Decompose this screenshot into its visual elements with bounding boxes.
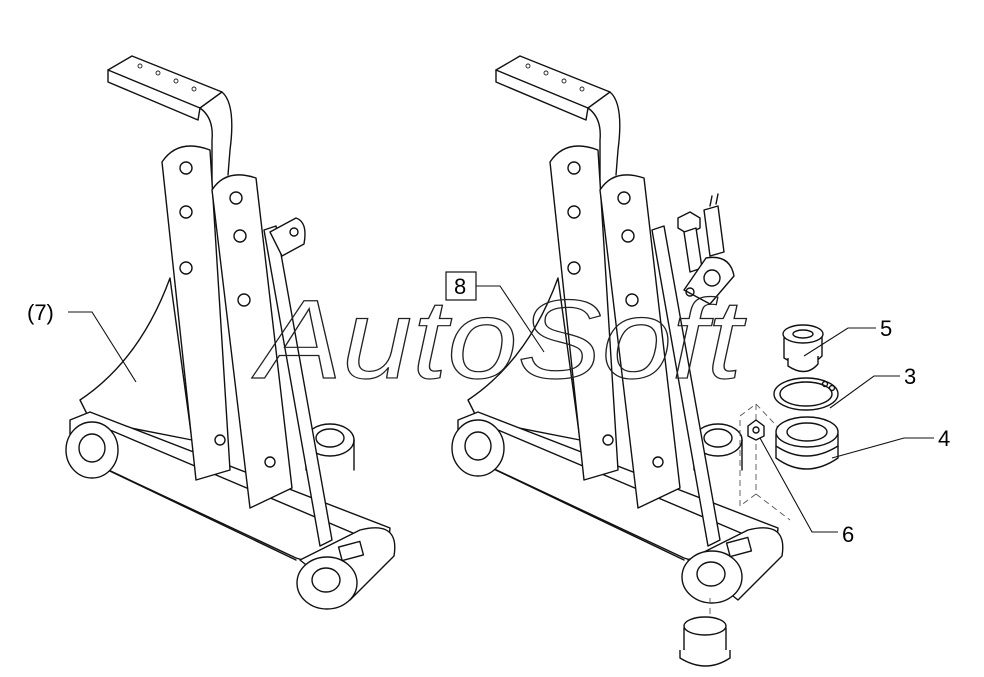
left-rear-upright <box>161 145 231 481</box>
part-6-grease-nipple <box>747 419 765 441</box>
right-gusset-plate <box>467 277 581 441</box>
right-side-tube <box>651 225 721 547</box>
callout-4-label: 4 <box>938 426 950 451</box>
left-bracket-assembly <box>65 55 396 610</box>
clamp-plate <box>683 256 735 305</box>
right-eye-lug-a <box>451 419 505 477</box>
part-5-sleeve <box>782 324 824 373</box>
left-side-tube <box>263 225 333 547</box>
right-top-plate <box>495 55 611 109</box>
callout-5-label: 5 <box>880 316 892 341</box>
bolt-shank <box>683 227 703 273</box>
left-gusset-plate <box>79 277 193 441</box>
callout-3-label: 3 <box>904 364 916 389</box>
right-eye-lug-b <box>681 550 743 604</box>
right-rear-upright <box>549 145 619 481</box>
callout-5: 5 <box>803 316 892 357</box>
part-3-circlip <box>773 377 839 411</box>
callout-8-label: 8 <box>454 274 466 299</box>
callout-3: 3 <box>829 364 916 409</box>
right-front-upright <box>599 174 681 509</box>
lower-bushing <box>679 616 731 667</box>
callout-7-label: (7) <box>27 300 54 325</box>
callout-6-label: 6 <box>842 522 854 547</box>
left-front-upright <box>211 174 293 509</box>
part-4-bearing <box>775 416 839 470</box>
clamp-fork <box>703 205 725 257</box>
callout-6: 6 <box>759 437 854 547</box>
left-top-plate <box>107 55 223 109</box>
callout-8: 8 <box>445 271 545 353</box>
callout-7: (7) <box>27 300 137 383</box>
left-eye-lug-b <box>296 556 358 610</box>
right-bracket-assembly <box>451 55 791 616</box>
left-eye-lug-a <box>65 421 119 479</box>
watermark-text: AutoSoft <box>251 277 746 402</box>
callout-4: 4 <box>831 426 950 459</box>
